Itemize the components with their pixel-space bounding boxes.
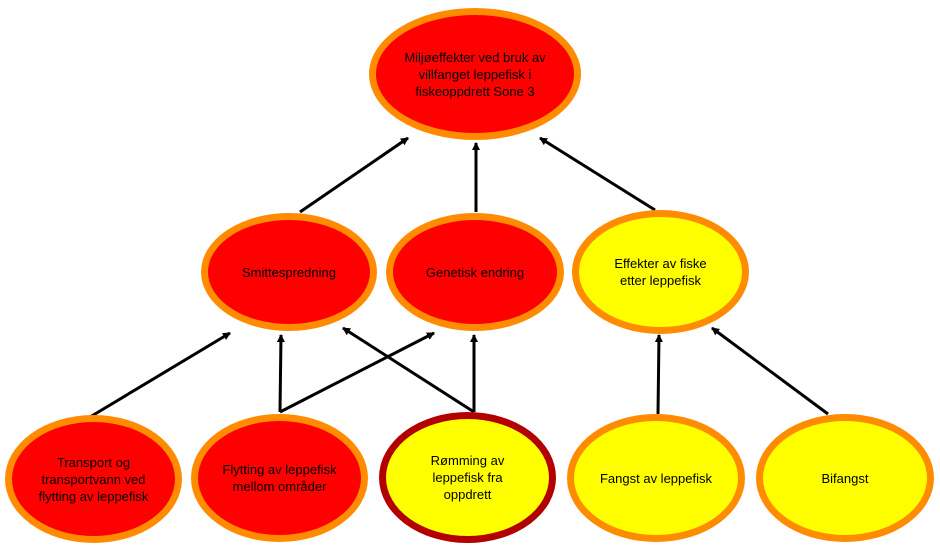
arrow-bifangst-to-effekter_fiske: [711, 326, 829, 416]
node-label: Miljøeffekter ved bruk av villfanget lep…: [404, 49, 546, 99]
node-transport: Transport og transportvann ved flytting …: [5, 415, 182, 543]
node-label: Smittespredning: [242, 264, 336, 280]
node-label: Bifangst: [821, 470, 869, 486]
node-label: Transport og transportvann ved flytting …: [38, 454, 149, 504]
node-smittespredning: Smittespredning: [201, 213, 377, 331]
node-romming: Rømming av leppefisk fra oppdrett: [379, 412, 556, 543]
arrow-romming-to-smittespredning: [342, 326, 475, 414]
node-label: Flytting av leppefisk mellom områder: [222, 462, 337, 494]
node-label: Effekter av fiske etter leppefisk: [614, 256, 707, 288]
arrows: [89, 136, 829, 419]
arrow-flytting-to-smittespredning: [276, 334, 285, 413]
node-flytting: Flytting av leppefisk mellom områder: [191, 414, 368, 542]
node-fangst: Fangst av leppefisk: [567, 414, 745, 542]
node-genetisk-endring: Genetisk endring: [386, 213, 564, 331]
arrow-transport-to-smittespredning: [89, 331, 231, 419]
arrow-smittespredning-to-top: [299, 136, 409, 214]
node-effekter-av-fiske: Effekter av fiske etter leppefisk: [572, 210, 749, 334]
node-miljoeffekter: Miljøeffekter ved bruk av villfanget lep…: [369, 8, 581, 140]
node-label: Rømming av leppefisk fra oppdrett: [430, 453, 505, 502]
arrow-effekter_fiske-to-top: [539, 136, 656, 212]
node-label: Fangst av leppefisk: [599, 470, 712, 486]
arrow-flytting-to-genetisk_endring: [279, 331, 435, 414]
arrow-fangst-to-effekter_fiske: [654, 334, 663, 415]
node-bifangst: Bifangst: [756, 414, 934, 542]
node-label: Genetisk endring: [425, 264, 525, 280]
